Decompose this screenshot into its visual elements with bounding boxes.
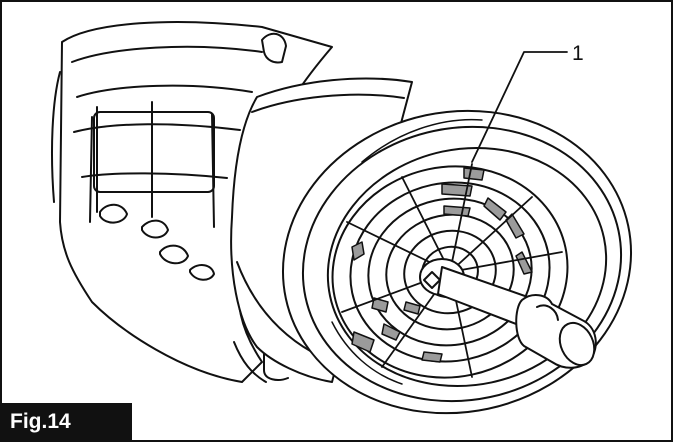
motor-shaft — [437, 266, 597, 369]
callout-leader-line — [471, 51, 568, 163]
vent-slots — [351, 167, 533, 363]
callout-number-1: 1 — [572, 42, 584, 65]
figure-label: Fig.14 — [2, 403, 132, 440]
